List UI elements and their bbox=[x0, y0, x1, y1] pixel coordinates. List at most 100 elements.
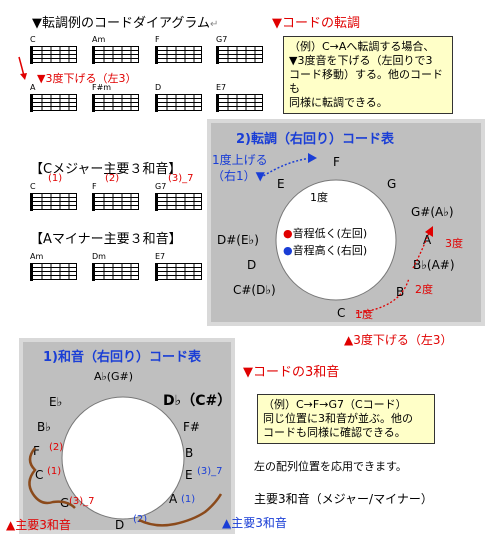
major-mark-3: (3)_7 bbox=[168, 173, 194, 184]
wheel1-lower-third-caption: ▲3度下げる（左3） bbox=[344, 333, 453, 347]
minor-section-title: 【Aマイナー主要３和音】 bbox=[30, 232, 182, 247]
wheel2-title: 1)和音（右回り）コード表 bbox=[43, 350, 201, 365]
chord-diagram: F#m bbox=[92, 83, 140, 116]
fretboard-grid bbox=[30, 46, 77, 64]
chord-diagram: Am bbox=[92, 35, 140, 68]
chord-name: Dm bbox=[92, 252, 106, 261]
wheel2-brace-left bbox=[28, 447, 76, 509]
fretboard-grid bbox=[155, 193, 202, 211]
chord-name: E7 bbox=[216, 83, 227, 92]
fretboard-grid bbox=[92, 46, 139, 64]
chord-name: Am bbox=[30, 252, 44, 261]
wheel1-key-B: B bbox=[396, 285, 405, 299]
wheel2-mark-E: (3)_7 bbox=[197, 466, 223, 477]
chord-name: C bbox=[30, 182, 36, 191]
fretboard-grid bbox=[30, 94, 77, 112]
fretboard-grid bbox=[30, 263, 77, 281]
major-mark-1: (1) bbox=[48, 173, 63, 184]
chord-name: C bbox=[30, 35, 36, 44]
chord-diagram: C bbox=[30, 35, 78, 68]
chord-diagram: E7 bbox=[155, 252, 203, 285]
wheel1-key-Gsharp: G#(A♭) bbox=[411, 205, 454, 219]
wheel1-red-arrow-icon bbox=[355, 226, 433, 314]
raise-label: 1度上げる （右1）▼ bbox=[212, 153, 268, 183]
wheel2-key-C: C bbox=[35, 468, 44, 482]
wheel2-brace-right bbox=[138, 493, 223, 527]
chord-name: E7 bbox=[155, 252, 166, 261]
major-section-title: 【Cメジャー主要３和音】 bbox=[30, 162, 182, 177]
chord-diagram: Am bbox=[30, 252, 78, 285]
chord-name: A bbox=[30, 83, 36, 92]
wheel2-mark-C: (1) bbox=[47, 466, 62, 477]
wheel1-key-Dsharp: D#(E♭) bbox=[217, 233, 259, 247]
wheel2-mark-A: (1) bbox=[181, 494, 196, 505]
wheel2-key-E: E bbox=[185, 468, 193, 482]
triad-title: ▼コードの3和音 bbox=[243, 365, 340, 380]
wheel2-mark-G: (3)_7 bbox=[69, 496, 95, 507]
wheel1-key-Bflat: B♭(A#) bbox=[413, 258, 455, 272]
wheel2-circle bbox=[61, 396, 185, 520]
fretboard-grid bbox=[92, 94, 139, 112]
chord-name: F bbox=[155, 35, 160, 44]
wheel2-key-Aflat: A♭(G#) bbox=[94, 370, 134, 383]
wheel1-inner-degree: 1度 bbox=[310, 191, 328, 204]
wheel2-key-A: A bbox=[169, 492, 178, 506]
major-mark-2: (2) bbox=[105, 173, 120, 184]
chord-diagram: C bbox=[30, 182, 78, 215]
chord-diagram: F bbox=[92, 182, 140, 215]
wheel2-key-F: F bbox=[33, 444, 40, 458]
chord-diagram: G7 bbox=[155, 182, 203, 215]
transposition-wheel-panel: 2)転調（右回り）コード表 1度 ●音程低く(左回) ●音程高く(右回) F E… bbox=[207, 119, 485, 326]
lower-third-label: ▼3度下げる（左3） bbox=[37, 72, 137, 85]
wheel2-key-Fsharp: F# bbox=[183, 420, 200, 434]
wheel2-key-Dflat: D♭（C#） bbox=[163, 393, 232, 409]
down-arrow-icon bbox=[18, 56, 27, 80]
chord-name: G7 bbox=[216, 35, 228, 44]
chord-name: Am bbox=[92, 35, 106, 44]
fretboard-grid bbox=[216, 94, 263, 112]
chord-name: G7 bbox=[155, 182, 167, 191]
wheel2-major-label-right: ▲主要3和音 bbox=[222, 516, 287, 530]
wheel1-legend-low: ●音程低く(左回) bbox=[283, 227, 368, 240]
wheel2-key-Eflat: E♭ bbox=[49, 395, 63, 409]
triad-note: （例）C→F→G7（Cコード） 同じ位置に3和音が並ぶ。他の コードも同様に確認… bbox=[257, 394, 435, 444]
major-minor-text: 主要3和音（メジャー/マイナー） bbox=[254, 492, 433, 506]
diagram-title: ▼転調例のコードダイアグラム↵ bbox=[32, 16, 219, 31]
wheel1-key-C: C bbox=[337, 306, 346, 320]
wheel1-key-A: A bbox=[423, 233, 432, 247]
fretboard-grid bbox=[92, 263, 139, 281]
wheel1-key-F: F bbox=[333, 155, 340, 169]
wheel2-key-D: D bbox=[115, 518, 125, 532]
wheel1-key-E: E bbox=[277, 177, 285, 191]
triad-wheel-panel: 1)和音（右回り）コード表 A♭(G#) D♭（C#） E♭ F# B♭ B F… bbox=[19, 338, 235, 534]
wheel1-key-G: G bbox=[387, 177, 397, 191]
wheel2-mark-F: (2) bbox=[49, 442, 64, 453]
chord-diagram: D bbox=[155, 83, 203, 116]
fretboard-grid bbox=[216, 46, 263, 64]
chord-diagram: A bbox=[30, 83, 78, 116]
transposition-title: ▼コードの転調 bbox=[272, 16, 360, 31]
wheel1-legend-high: ●音程高く(右回) bbox=[283, 244, 368, 257]
fretboard-grid bbox=[30, 193, 77, 211]
raise-arrow-icon bbox=[259, 153, 317, 179]
wheel2-key-Bflat: B♭ bbox=[37, 420, 51, 434]
apply-text: 左の配列位置を応用できます。 bbox=[254, 460, 407, 473]
wheel1-deg2: 2度 bbox=[415, 283, 433, 296]
chord-name: D bbox=[155, 83, 162, 92]
fretboard-grid bbox=[92, 193, 139, 211]
fretboard-grid bbox=[155, 263, 202, 281]
wheel2-key-B: B bbox=[185, 446, 194, 460]
chord-diagram: G7 bbox=[216, 35, 264, 68]
fretboard-grid bbox=[155, 94, 202, 112]
chord-diagram: F bbox=[155, 35, 203, 68]
wheel1-deg3: 3度 bbox=[445, 237, 463, 250]
chord-diagram: Dm bbox=[92, 252, 140, 285]
chord-name: F bbox=[92, 182, 97, 191]
example-note: （例）C→Aへ転調する場合、 ▼3度音を下げる（左回りで3 コード移動）する。他… bbox=[283, 36, 453, 114]
wheel1-key-D: D bbox=[247, 258, 257, 272]
chord-diagram: E7 bbox=[216, 83, 264, 116]
wheel1-circle bbox=[275, 179, 397, 301]
wheel1-key-Csharp: C#(D♭) bbox=[233, 283, 276, 297]
wheel1-title: 2)転調（右回り）コード表 bbox=[236, 132, 394, 147]
fretboard-grid bbox=[155, 46, 202, 64]
